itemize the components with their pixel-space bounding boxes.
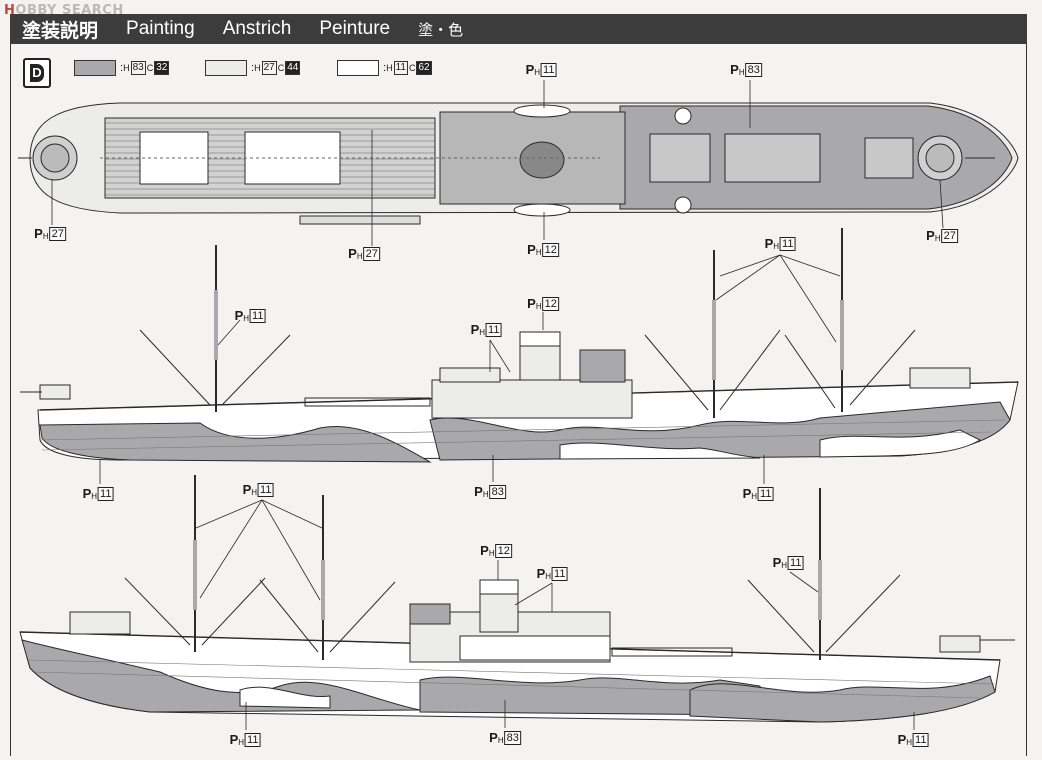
title-english: Painting	[126, 18, 195, 39]
title-german: Anstrich	[222, 18, 292, 39]
title-japanese: 塗装説明	[22, 19, 99, 42]
side-view-starboard	[19, 475, 1015, 723]
title-french: Peinture	[319, 18, 391, 39]
side-view-port	[20, 228, 1019, 463]
swatch-gray	[74, 60, 116, 76]
top-view	[18, 102, 1019, 225]
swatch-light-gray	[205, 60, 247, 76]
leader-lines	[51, 80, 944, 730]
step-letter: D	[30, 64, 44, 82]
title-japanese-short: 塗・色	[418, 20, 464, 39]
page-frame	[10, 44, 1027, 756]
title-bar: 塗装説明 Painting Anstrich Peinture 塗・色	[10, 14, 1027, 44]
step-badge: D	[23, 58, 51, 88]
swatch-white	[337, 60, 379, 76]
